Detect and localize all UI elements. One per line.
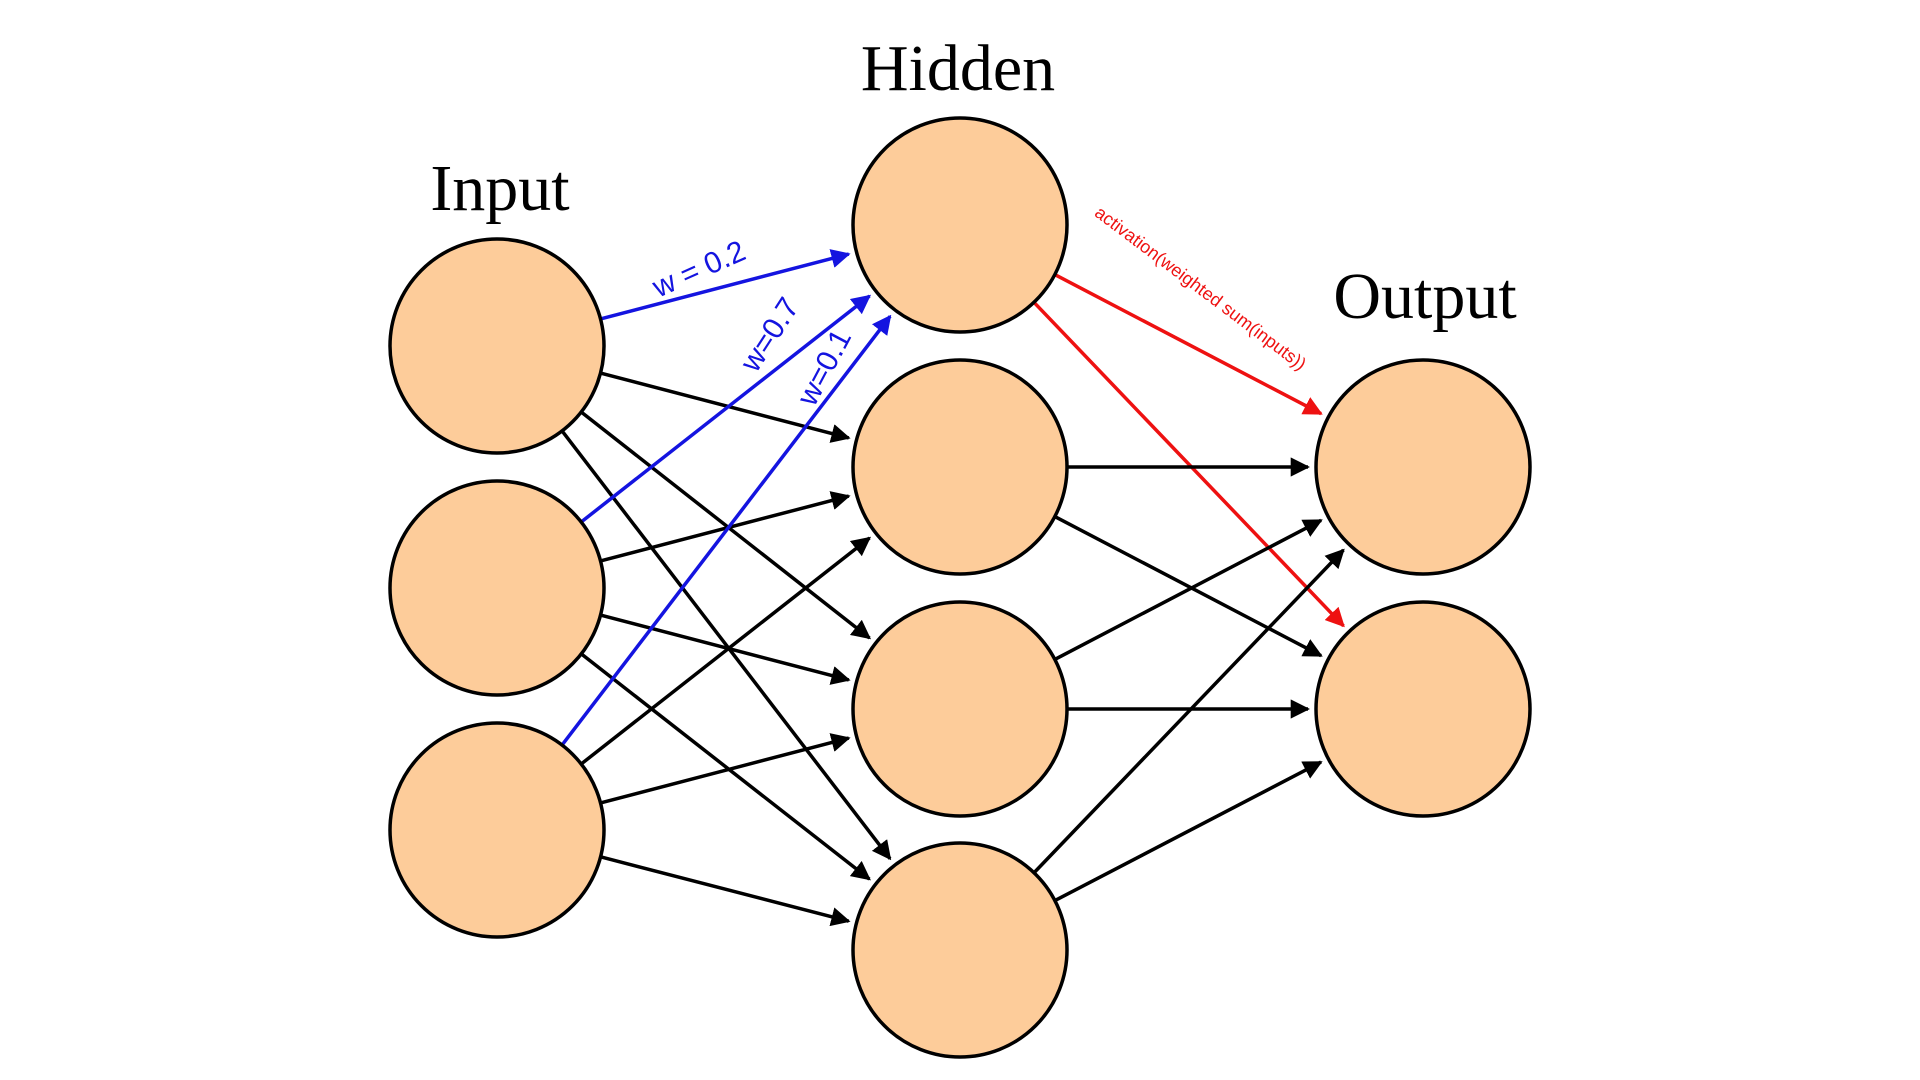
- input-node-3: [388, 721, 606, 939]
- edge-hidden1-output1: [1054, 273, 1323, 416]
- hidden-node-1: [851, 116, 1069, 334]
- edge-hidden4-output1: [1032, 548, 1345, 874]
- edge-input2-hidden4: [580, 652, 871, 881]
- edge-input3-hidden4: [600, 855, 851, 927]
- hidden-node-4: [851, 841, 1069, 1059]
- output-node-2: [1314, 600, 1532, 818]
- connections: [560, 249, 1345, 927]
- hidden-node-2: [851, 358, 1069, 576]
- hidden-layer-title: Hidden: [861, 32, 1055, 105]
- neurons: [388, 116, 1532, 1059]
- input-node-2: [388, 479, 606, 697]
- edge-input2-hidden1: [580, 294, 872, 524]
- weight-label-3: w=0.1: [791, 324, 859, 412]
- edge-input1-hidden4: [560, 429, 892, 861]
- hidden-node-3: [851, 600, 1069, 818]
- weight-label-2: w=0.7: [734, 292, 806, 379]
- edge-input3-hidden2: [580, 536, 872, 766]
- input-node-1: [388, 237, 606, 455]
- edge-hidden2-output2: [1054, 515, 1323, 658]
- edge-input1-hidden1: [600, 249, 851, 321]
- output-node-1: [1314, 358, 1532, 576]
- input-layer-title: Input: [430, 152, 569, 225]
- edge-input2-hidden3: [600, 613, 851, 685]
- edge-input3-hidden3: [600, 733, 851, 805]
- edge-input1-hidden3: [580, 410, 872, 640]
- edge-input2-hidden2: [600, 491, 851, 563]
- edge-hidden3-output1: [1054, 518, 1323, 661]
- activation-label: activation(weighted sum(inputs)): [1091, 202, 1310, 374]
- edge-input3-hidden1: [560, 314, 892, 747]
- edge-hidden1-output2: [1032, 301, 1345, 628]
- output-layer-title: Output: [1333, 260, 1516, 333]
- edge-hidden4-output2: [1054, 760, 1323, 903]
